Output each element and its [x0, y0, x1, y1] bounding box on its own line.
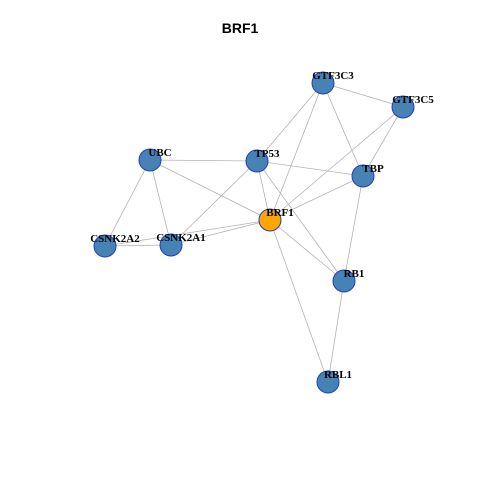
- node-label-ubc: UBC: [148, 147, 171, 159]
- node-circle-csnk2a2: [93, 234, 117, 258]
- node-csnk2a1: CSNK2A1: [156, 232, 206, 257]
- node-label-gtf3c3: GTF3C3: [312, 70, 354, 82]
- edge-brf1-rbl1: [269, 219, 329, 383]
- node-tp53: TP53: [245, 148, 280, 173]
- node-circle-rb1: [332, 269, 356, 293]
- node-label-csnk2a1: CSNK2A1: [156, 232, 206, 244]
- node-label-tbp: TBP: [362, 163, 384, 175]
- node-label-rb1: RB1: [344, 268, 365, 280]
- node-brf1: BRF1: [258, 207, 294, 232]
- edge-tp53-rb1: [256, 160, 345, 282]
- diagram-title: BRF1: [221, 20, 259, 36]
- node-circle-brf1: [258, 208, 282, 232]
- node-rb1: RB1: [332, 268, 365, 293]
- edge-gtf3c5-tbp: [362, 106, 404, 177]
- edge-ubc-brf1: [149, 159, 271, 221]
- edge-rb1-rbl1: [327, 280, 345, 383]
- node-label-csnk2a2: CSNK2A2: [90, 233, 140, 245]
- node-label-brf1: BRF1: [266, 207, 294, 219]
- edge-gtf3c3-tbp: [322, 82, 364, 177]
- node-gtf3c5: GTF3C5: [391, 94, 434, 119]
- edge-brf1-csnk2a1: [170, 219, 271, 246]
- edge-tbp-brf1: [269, 175, 364, 221]
- node-circle-tp53: [245, 149, 269, 173]
- edge-gtf3c3-gtf3c5: [322, 82, 404, 108]
- node-circle-gtf3c3: [311, 71, 335, 95]
- node-label-tp53: TP53: [254, 148, 280, 160]
- node-tbp: TBP: [351, 163, 384, 188]
- edge-gtf3c3-tp53: [256, 82, 324, 162]
- node-label-gtf3c5: GTF3C5: [392, 94, 434, 106]
- node-rbl1: RBL1: [316, 369, 352, 394]
- node-circle-csnk2a1: [159, 233, 183, 257]
- node-csnk2a2: CSNK2A2: [90, 233, 140, 258]
- edge-ubc-tp53: [149, 159, 258, 162]
- edge-gtf3c3-brf1: [269, 82, 324, 221]
- edge-gtf3c5-brf1: [269, 106, 404, 221]
- edge-tp53-tbp: [256, 160, 364, 177]
- node-circle-ubc: [138, 148, 162, 172]
- node-circle-rbl1: [316, 370, 340, 394]
- edge-ubc-csnk2a2: [104, 159, 151, 247]
- node-label-rbl1: RBL1: [324, 369, 352, 381]
- node-ubc: UBC: [138, 147, 172, 172]
- node-circle-gtf3c5: [391, 95, 415, 119]
- edge-ubc-csnk2a1: [149, 159, 172, 246]
- edge-tp53-csnk2a1: [170, 160, 258, 246]
- node-gtf3c3: GTF3C3: [311, 70, 354, 95]
- edge-brf1-csnk2a2: [104, 219, 271, 247]
- node-circle-tbp: [351, 164, 375, 188]
- edge-tbp-rb1: [343, 175, 364, 282]
- edge-brf1-rb1: [269, 219, 345, 282]
- edge-layer: [104, 82, 404, 383]
